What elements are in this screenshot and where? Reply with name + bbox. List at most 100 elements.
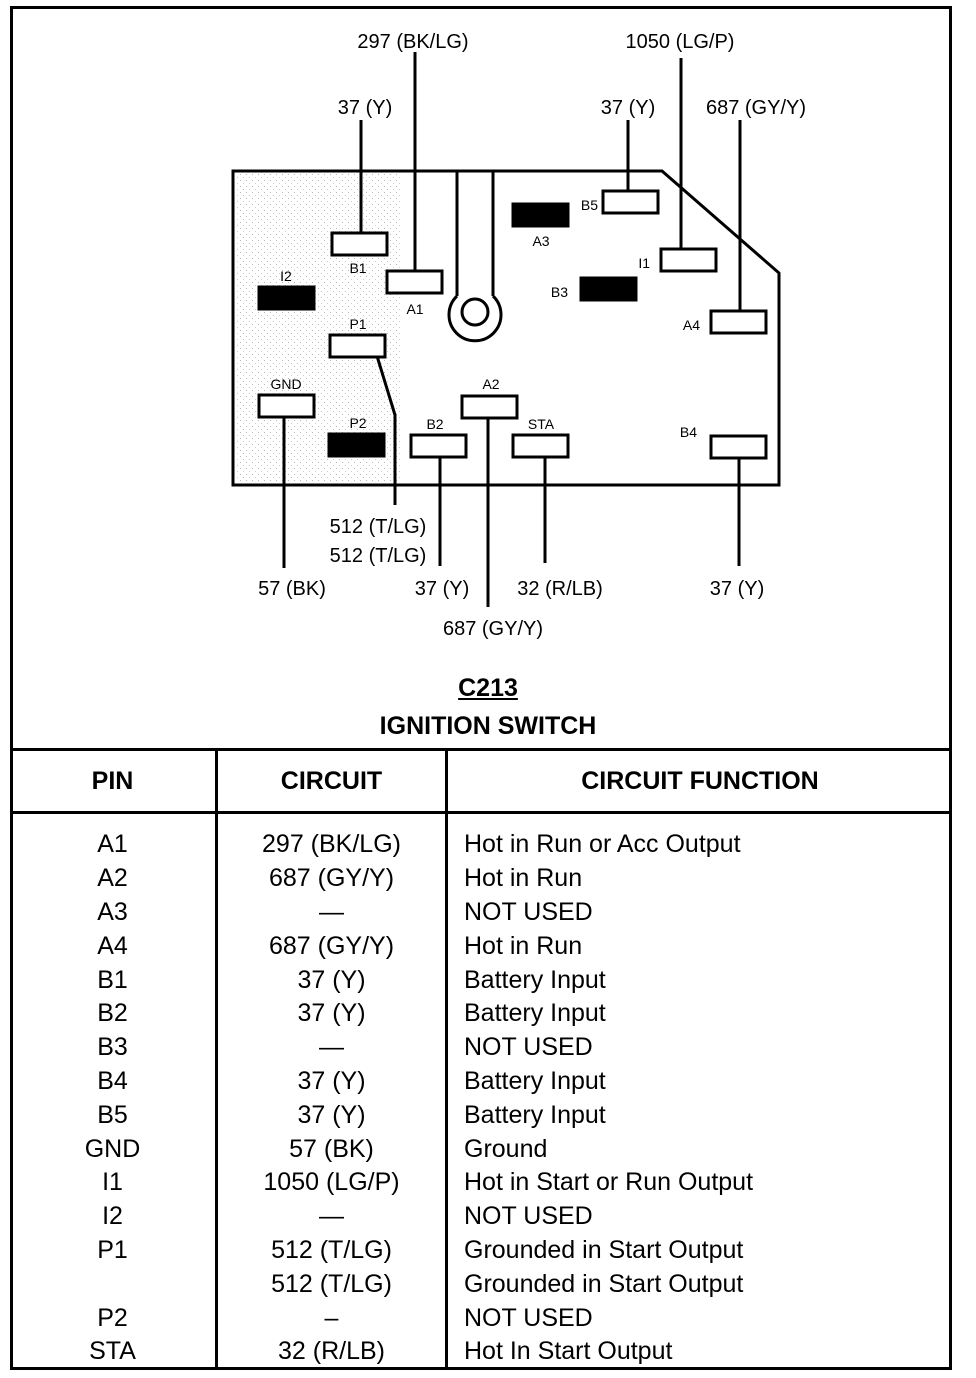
- cell-circuit: 512 (T/LG): [215, 1267, 447, 1302]
- cell-pin: [10, 1267, 217, 1301]
- pin-i2-cavity-unused: [257, 285, 316, 311]
- cell-circuit: 37 (Y): [215, 996, 447, 1031]
- cell-circuit: 37 (Y): [215, 963, 447, 997]
- pin-b1-terminal: [330, 231, 389, 257]
- key-slot: [447, 171, 503, 343]
- cell-function: Hot in Start or Run Output: [445, 1165, 952, 1200]
- cell-function: Grounded in Start Output: [445, 1233, 952, 1268]
- pin-a1-terminal: [385, 269, 444, 295]
- wire-label: 37 (Y): [338, 97, 392, 119]
- pin-gnd-terminal: [257, 393, 316, 419]
- cell-circuit: 297 (BK/LG): [215, 812, 447, 862]
- cell-function: Hot in Run: [445, 861, 952, 896]
- pin-label: I2: [280, 268, 292, 284]
- cell-function: Hot In Start Output: [445, 1334, 952, 1369]
- wire-label: 37 (Y): [710, 578, 764, 600]
- cell-circuit: 37 (Y): [215, 1098, 447, 1133]
- pin-a2-terminal: [460, 394, 519, 420]
- cell-function: Ground: [445, 1132, 952, 1166]
- header-pin: PIN: [10, 748, 217, 814]
- table-row: A1 297 (BK/LG)Hot in Run or Acc Output: [10, 812, 952, 862]
- pin-a3-cavity-unused: [511, 202, 570, 228]
- pin-label: A3: [532, 233, 549, 249]
- table-row: A3 —NOT USED: [10, 895, 952, 930]
- table-row: 512 (T/LG)Grounded in Start Output: [10, 1267, 952, 1302]
- cell-pin: I2: [102, 1202, 123, 1231]
- table-row: P1 512 (T/LG)Grounded in Start Output: [10, 1233, 952, 1268]
- cell-circuit: 687 (GY/Y): [215, 929, 447, 964]
- cell-circuit: 32 (R/LB): [215, 1334, 447, 1369]
- cell-pin: P2: [97, 1303, 128, 1332]
- cell-pin: A3: [97, 897, 128, 926]
- pin-label: A1: [406, 301, 423, 317]
- cell-pin: B3: [97, 1033, 128, 1062]
- cell-function: Battery Input: [445, 963, 952, 997]
- wire-label: 687 (GY/Y): [443, 618, 543, 640]
- pin-label: STA: [528, 416, 555, 432]
- cell-function: Hot in Run: [445, 929, 952, 964]
- wire-label: 512 (T/LG): [330, 545, 427, 567]
- wire-label: 37 (Y): [601, 97, 655, 119]
- table-row: P2–NOT USED: [10, 1301, 952, 1335]
- table-row: B5 37 (Y)Battery Input: [10, 1098, 952, 1133]
- cell-pin: A1: [97, 830, 128, 859]
- cell-circuit: —: [215, 1030, 447, 1065]
- wire-label: 1050 (LG/P): [626, 31, 735, 53]
- cell-pin: GND: [84, 1134, 141, 1163]
- cell-circuit: —: [215, 895, 447, 930]
- table-row: I2 —NOT USED: [10, 1199, 952, 1234]
- wires: [282, 52, 742, 607]
- pin-label: B3: [551, 284, 568, 300]
- cell-function: NOT USED: [445, 1030, 952, 1065]
- pin-label: I1: [638, 255, 650, 271]
- cell-circuit: 512 (T/LG): [215, 1233, 447, 1268]
- pin-p2-cavity-unused: [327, 432, 386, 458]
- wire-label: 512 (T/LG): [330, 516, 427, 538]
- cell-pin: B2: [97, 999, 128, 1028]
- cell-function: Battery Input: [445, 1098, 952, 1133]
- connector-name: IGNITION SWITCH: [379, 712, 597, 740]
- pin-label: A4: [683, 317, 700, 333]
- wire-label: 687 (GY/Y): [706, 97, 806, 119]
- cell-function: Hot in Run or Acc Output: [445, 812, 952, 862]
- cell-function: NOT USED: [445, 895, 952, 930]
- table-row: A4 687 (GY/Y)Hot in Run: [10, 929, 952, 964]
- pin-label: GND: [270, 376, 301, 392]
- pin-label: B1: [349, 260, 366, 276]
- cell-function: NOT USED: [445, 1199, 952, 1234]
- wire-label: 297 (BK/LG): [357, 31, 468, 53]
- header-circuit-function: CIRCUIT FUNCTION: [445, 748, 952, 814]
- cell-circuit: 687 (GY/Y): [215, 861, 447, 896]
- cell-circuit: –: [215, 1301, 447, 1335]
- pin-b2-terminal: [409, 433, 468, 459]
- pin-i1-terminal: [659, 247, 718, 273]
- table-row: GND 57 (BK)Ground: [10, 1132, 952, 1166]
- table-row: B2 37 (Y)Battery Input: [10, 996, 952, 1031]
- table-row: B3 —NOT USED: [10, 1030, 952, 1065]
- pin-label: P2: [349, 415, 366, 431]
- cell-circuit: 57 (BK): [215, 1132, 447, 1166]
- cell-pin: I1: [102, 1168, 123, 1197]
- wire-label: 57 (BK): [258, 578, 326, 600]
- table-row: A2 687 (GY/Y)Hot in Run: [10, 861, 952, 896]
- cell-function: Battery Input: [445, 996, 952, 1031]
- cell-circuit: 1050 (LG/P): [215, 1165, 447, 1200]
- connector-id: C213: [458, 674, 518, 702]
- cell-pin: STA: [89, 1337, 136, 1366]
- pin-label: B4: [680, 424, 697, 440]
- cell-pin: B1: [97, 965, 128, 994]
- wire-label: 32 (R/LB): [517, 578, 603, 600]
- pin-p1-terminal: [328, 333, 387, 359]
- cell-pin: A2: [97, 864, 128, 893]
- cell-pin: P1: [97, 1235, 128, 1264]
- pin-label: P1: [349, 316, 366, 332]
- cell-pin: B5: [97, 1100, 128, 1129]
- table-row: I1 1050 (LG/P)Hot in Start or Run Output: [10, 1165, 952, 1200]
- cell-pin: A4: [97, 931, 128, 960]
- pin-b4-terminal: [709, 434, 768, 460]
- pin-a4-terminal: [709, 309, 768, 335]
- pin-label: B2: [426, 416, 443, 432]
- cell-circuit: —: [215, 1199, 447, 1234]
